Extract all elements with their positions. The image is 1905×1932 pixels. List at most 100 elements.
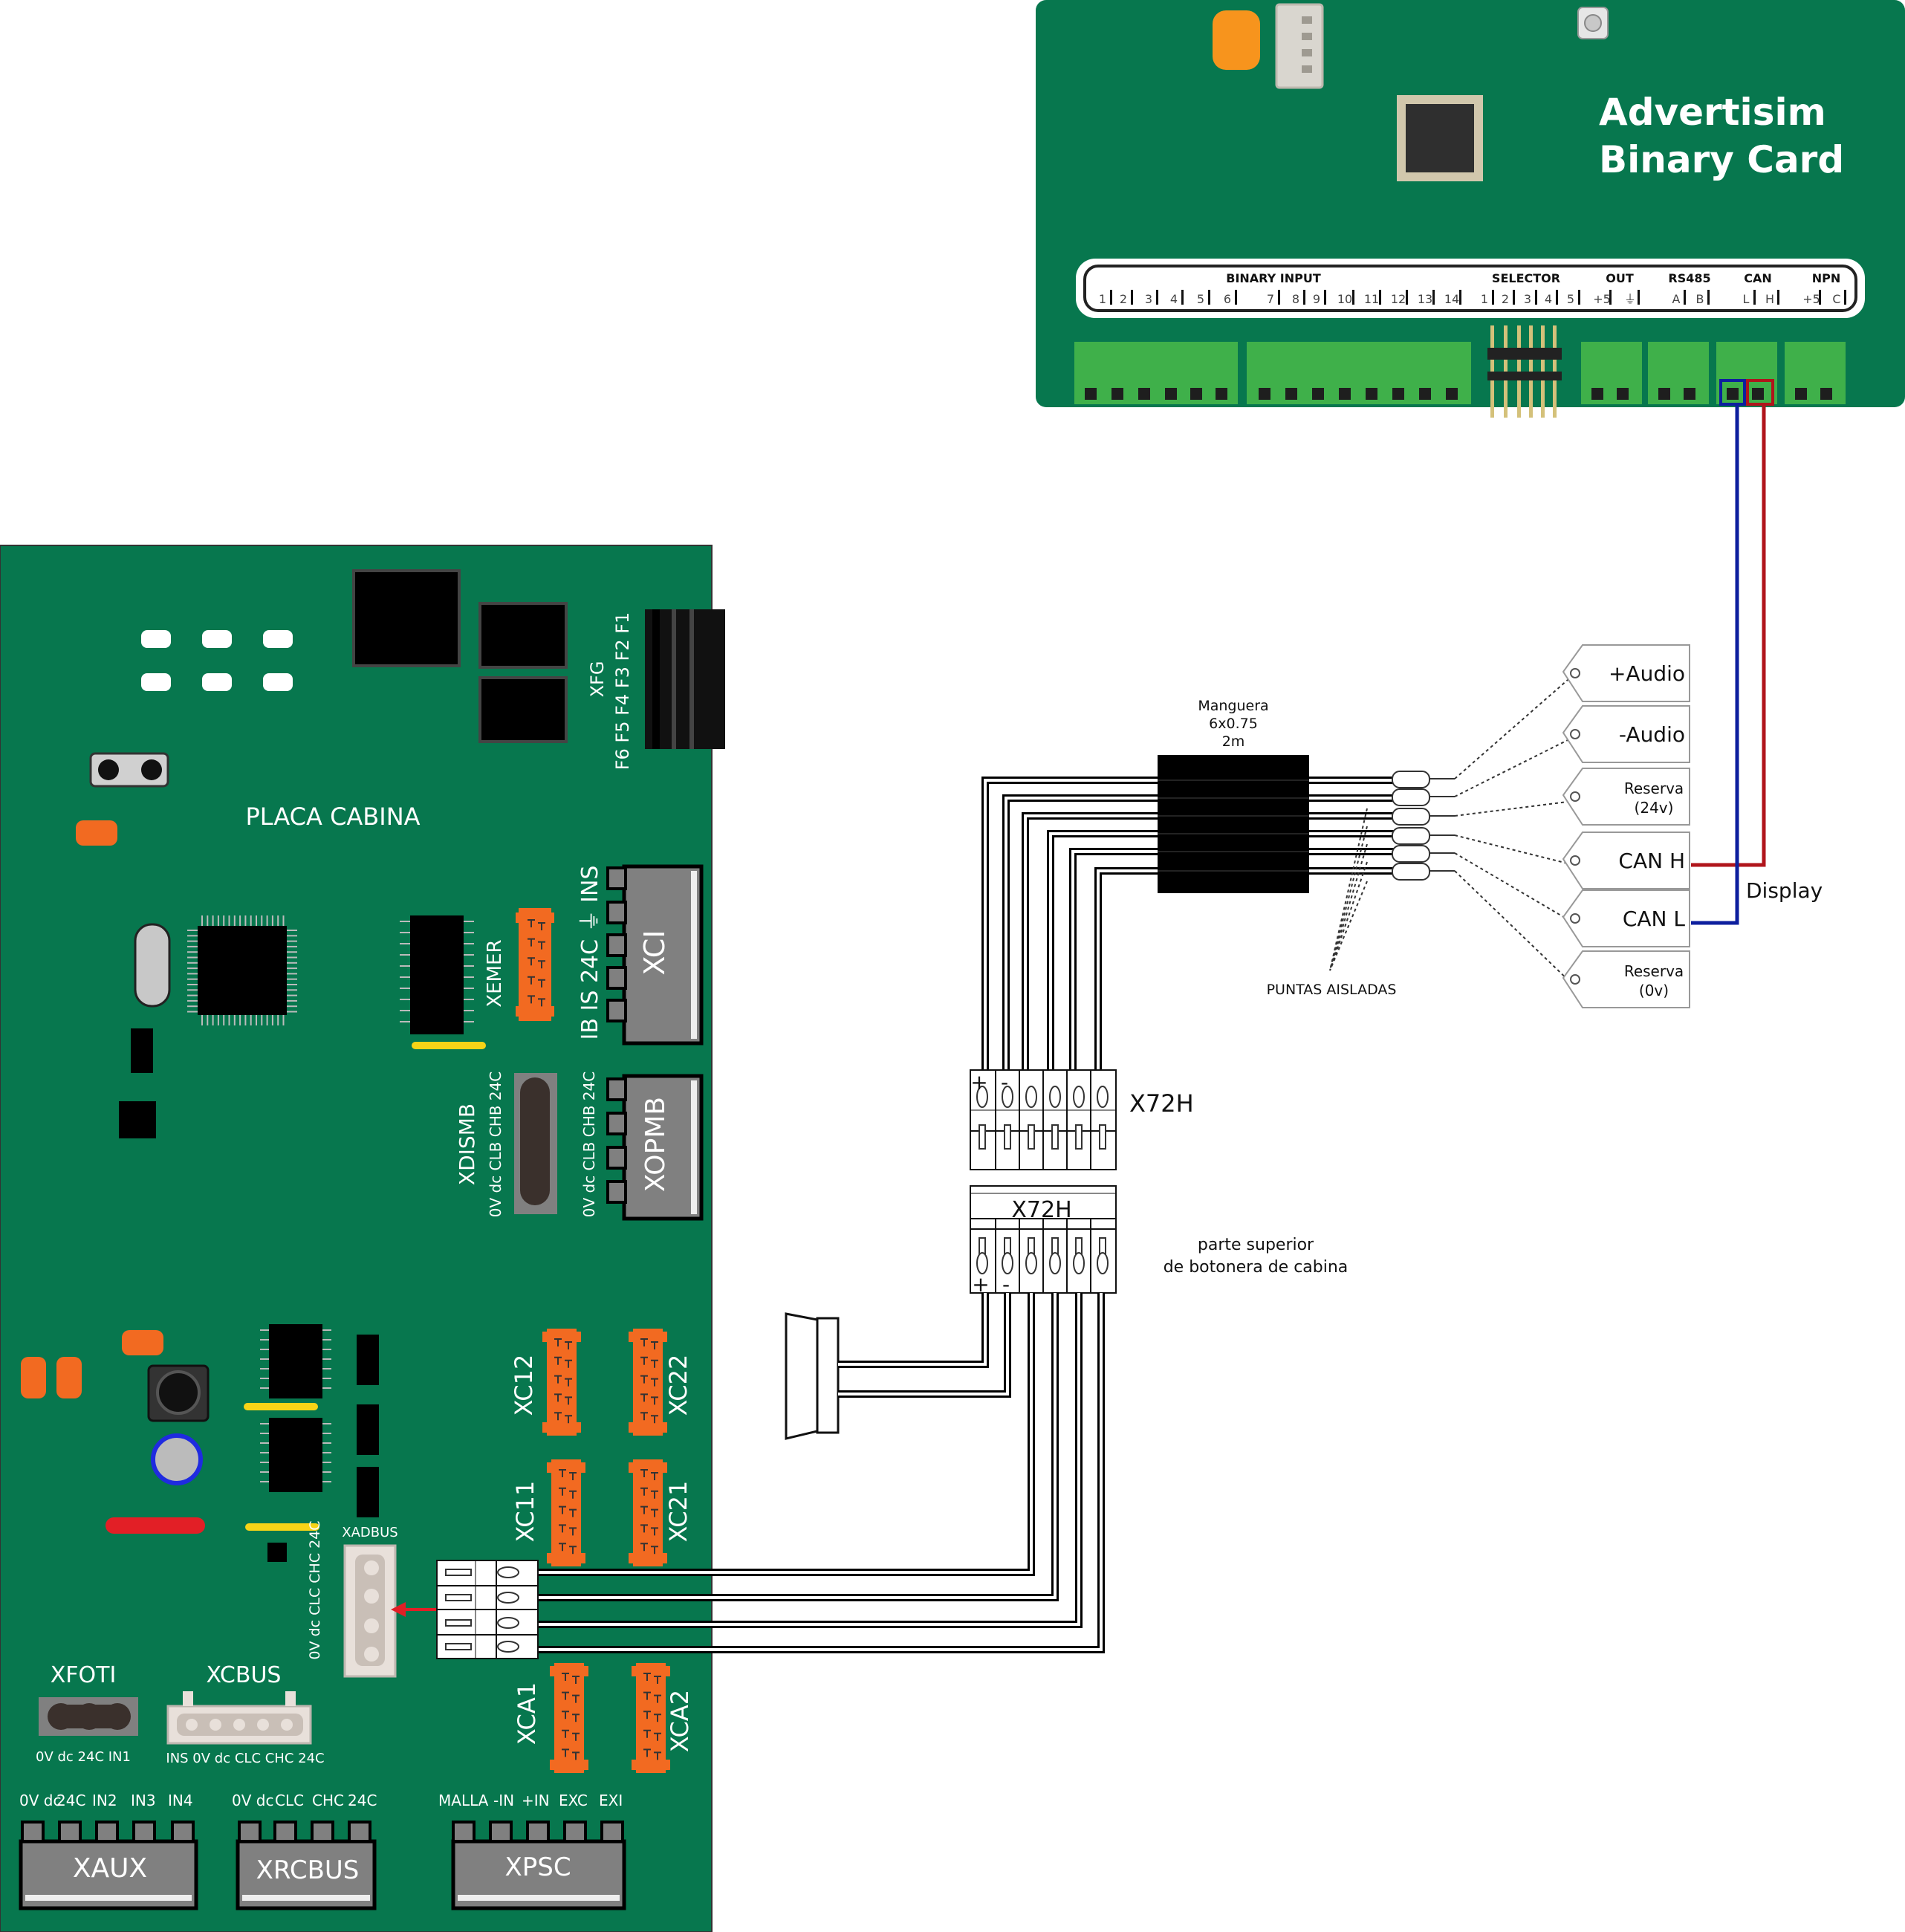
relay-icon bbox=[352, 569, 461, 667]
hose-label-1: Manguera bbox=[1198, 698, 1268, 714]
xrcbus-connector bbox=[236, 1821, 377, 1910]
xadbus-label: XADBUS bbox=[342, 1525, 397, 1540]
xrcbus-pin-label: 0V dc bbox=[232, 1792, 273, 1809]
group-out: OUT bbox=[1606, 271, 1634, 285]
xadbus-terminal-block bbox=[436, 1560, 539, 1659]
xaux-pin-label: IN4 bbox=[168, 1792, 193, 1809]
xfg-pins: F6 F5 F4 F3 F2 F1 bbox=[612, 612, 633, 771]
speaker-icon bbox=[785, 1312, 840, 1440]
selector-jumper-pins bbox=[1487, 325, 1562, 418]
capacitor-orange-icon bbox=[122, 1330, 163, 1355]
tag-label: Reserva bbox=[1624, 779, 1684, 797]
xc11-label: XC11 bbox=[511, 1481, 539, 1543]
xpsc-pin-label: EXC bbox=[559, 1792, 588, 1809]
hose-manguera bbox=[1158, 755, 1309, 893]
x72h-bottom-label: X72H bbox=[1011, 1197, 1071, 1223]
pin-number-npn: C bbox=[1832, 292, 1840, 306]
pin-number-binary_input: 13 bbox=[1418, 292, 1432, 306]
hose-label-2: 6x0.75 bbox=[1209, 716, 1258, 732]
xpsc-label: XPSC bbox=[504, 1852, 571, 1882]
pin-number-can: H bbox=[1765, 292, 1774, 306]
pin-number-rs485: A bbox=[1672, 292, 1681, 306]
pin-number-selector: 1 bbox=[1481, 292, 1488, 306]
xadbus-connector bbox=[343, 1544, 397, 1678]
tag-label: -Audio bbox=[1619, 722, 1685, 747]
led-yellow-icon bbox=[245, 1523, 319, 1531]
group-binary-input: BINARY INPUT bbox=[1226, 271, 1321, 285]
xaux-pin-label: IN3 bbox=[131, 1792, 156, 1809]
header-connector-icon bbox=[1275, 3, 1324, 89]
xci-pins: IB IS 24C ⏚ INS bbox=[577, 866, 603, 1040]
xfoti-pins: 0V dc 24C IN1 bbox=[36, 1749, 131, 1765]
led-yellow-icon bbox=[412, 1042, 486, 1049]
can-l-wire bbox=[1691, 404, 1739, 925]
capacitor-orange-icon bbox=[21, 1357, 46, 1398]
xfg-label: XFG bbox=[587, 661, 608, 698]
xc22-label: XC22 bbox=[664, 1355, 692, 1416]
xrcbus-pin-label: CHC bbox=[312, 1792, 344, 1809]
x72h-bottom-minus: - bbox=[1002, 1272, 1010, 1297]
xemer-pin-row bbox=[516, 910, 554, 1020]
insulated-tip bbox=[1392, 771, 1430, 788]
pin-number-binary_input: 2 bbox=[1120, 292, 1127, 306]
capacitor-orange-icon bbox=[76, 820, 117, 846]
can-h-wire bbox=[1691, 404, 1766, 867]
status-led-icon bbox=[1213, 10, 1260, 70]
tag-label: Reserva bbox=[1624, 962, 1684, 980]
pin-label-strip bbox=[1076, 259, 1865, 318]
x72h-top-label: X72H bbox=[1129, 1089, 1194, 1118]
terminal-binary-input-b bbox=[1247, 342, 1471, 404]
wiring: Manguera 6x0.75 2m PUNTAS AISLADAS +Audi… bbox=[436, 404, 1823, 1659]
pin-number-binary_input: 10 bbox=[1337, 292, 1352, 306]
tag-label: CAN H bbox=[1618, 849, 1685, 873]
pin-number-binary_input: 4 bbox=[1170, 292, 1178, 306]
battery-icon bbox=[151, 1433, 203, 1485]
xfoti-label: XFOTI bbox=[51, 1662, 117, 1688]
insulated-tip bbox=[1392, 863, 1430, 881]
xrcbus-pin-label: 24C bbox=[348, 1792, 377, 1809]
can-h-terminal bbox=[1746, 379, 1774, 406]
terminal-npn bbox=[1785, 342, 1846, 404]
xca2-label: XCA2 bbox=[666, 1690, 694, 1752]
wire-tag: Reserva (0v) bbox=[1562, 950, 1690, 1008]
insulated-tip bbox=[1392, 845, 1430, 863]
group-selector: SELECTOR bbox=[1492, 271, 1560, 285]
hose-label-3: 2m bbox=[1222, 733, 1245, 750]
insulated-tip bbox=[1392, 788, 1430, 806]
xopmb-label: XOPMB bbox=[640, 1097, 671, 1192]
placa-cabina-title: PLACA CABINA bbox=[245, 803, 420, 831]
xca1-connector bbox=[550, 1663, 588, 1773]
hose-wire bbox=[1094, 867, 1412, 1070]
wire-tag: CAN L bbox=[1562, 889, 1690, 947]
xaux-pin-label: 0V dc bbox=[19, 1792, 61, 1809]
chip-icon bbox=[131, 1028, 153, 1073]
x72h-top-minus: - bbox=[1001, 1070, 1008, 1095]
chip-icon bbox=[267, 1543, 287, 1562]
insulated-tip bbox=[1392, 827, 1430, 845]
mcu-chip-icon bbox=[187, 915, 297, 1025]
relay-icon bbox=[478, 676, 568, 743]
chip-icon bbox=[269, 1418, 322, 1492]
placa-cabina: PLACA CABINA XFG F6 F5 F4 F3 F2 F1 bbox=[0, 545, 725, 1932]
pin-number-out: +5 bbox=[1593, 292, 1611, 306]
xpsc-pin-label: EXI bbox=[599, 1792, 623, 1809]
pin-number-can: L bbox=[1743, 292, 1750, 306]
xcbus-connector bbox=[166, 1691, 312, 1745]
pin-number-binary_input: 1 bbox=[1099, 292, 1106, 306]
upper-panel-label-2: de botonera de cabina bbox=[1164, 1258, 1349, 1277]
crystal-icon bbox=[134, 923, 171, 1008]
xopmb-connector bbox=[606, 1074, 704, 1221]
pin-number-selector: 5 bbox=[1567, 292, 1574, 306]
tag-label: +Audio bbox=[1609, 661, 1685, 686]
xca1-label: XCA1 bbox=[513, 1682, 541, 1745]
xci-label: XCI bbox=[638, 930, 671, 975]
pin-number-out: ⏚ bbox=[1624, 292, 1636, 306]
xpsc-pin-label: -IN bbox=[493, 1792, 514, 1809]
pin-number-npn: +5 bbox=[1802, 292, 1820, 306]
pin-number-binary_input: 9 bbox=[1313, 292, 1320, 306]
tag-label-sub: (0v) bbox=[1639, 982, 1669, 999]
binary-card-title-2: Binary Card bbox=[1599, 138, 1844, 181]
tips-label: PUNTAS AISLADAS bbox=[1267, 982, 1397, 998]
